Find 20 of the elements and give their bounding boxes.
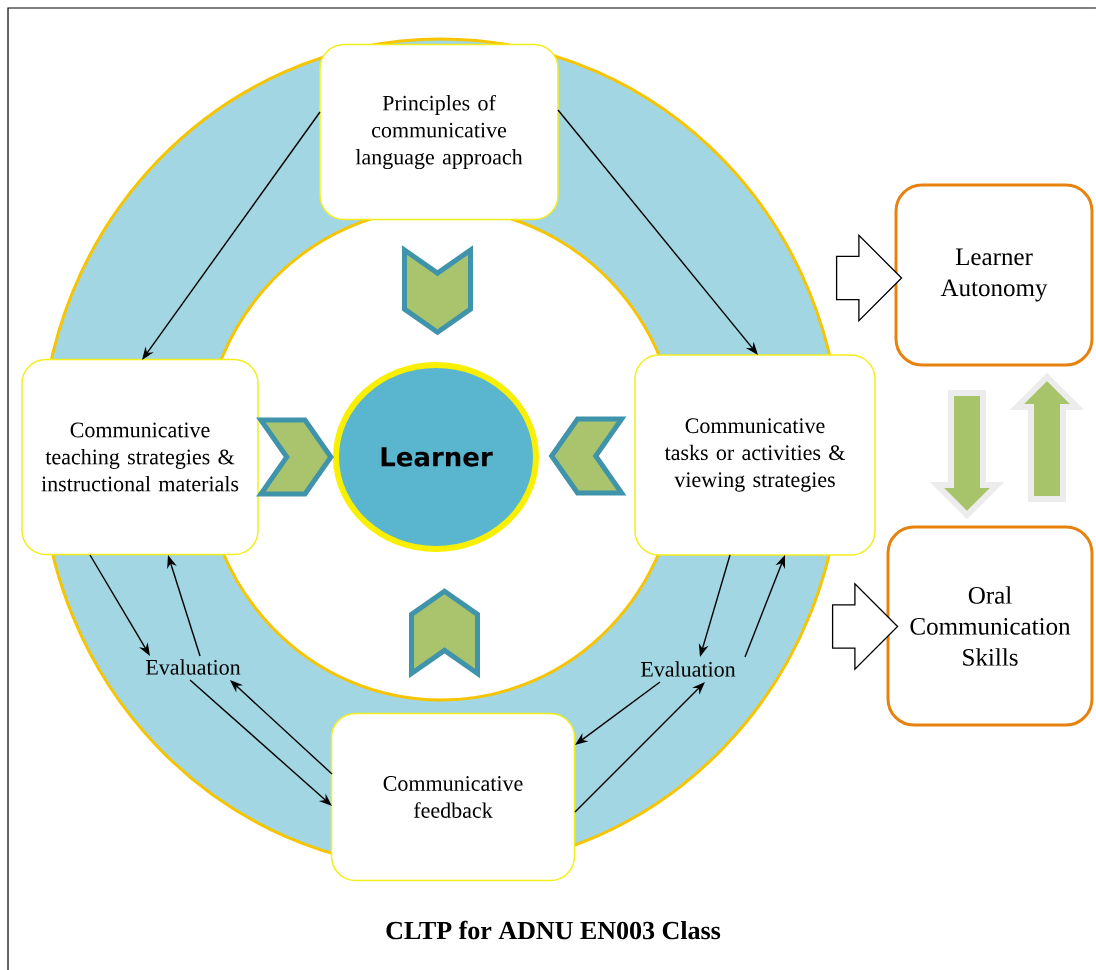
arrow	[575, 681, 661, 745]
text-box: Principles of communicative language approach	[319, 43, 559, 221]
arrow	[189, 679, 332, 806]
caption: CLTP for ADNU EN003 Class	[386, 920, 721, 940]
evaluation-label: Evaluation	[146, 659, 241, 675]
outcome-box: Oral Communication Skills	[886, 525, 1094, 727]
arrow	[230, 680, 333, 775]
outcome-box: Learner Autonomy	[894, 183, 1094, 367]
evaluation-label: Evaluation	[641, 661, 736, 677]
arrow	[89, 554, 150, 656]
arrow	[142, 111, 321, 360]
arrow	[574, 682, 705, 813]
chevron-arrow	[548, 416, 627, 496]
chevron-arrow	[409, 588, 480, 679]
chevron-arrow	[256, 417, 334, 497]
arrow	[557, 109, 758, 355]
chevron-arrow	[402, 245, 473, 336]
text-box: Communicative feedback	[330, 712, 576, 882]
text-box: Communicative tasks or activities & viewing strategies	[634, 354, 876, 556]
text-box: Communicative teaching strategies & instructional materials	[21, 358, 259, 556]
